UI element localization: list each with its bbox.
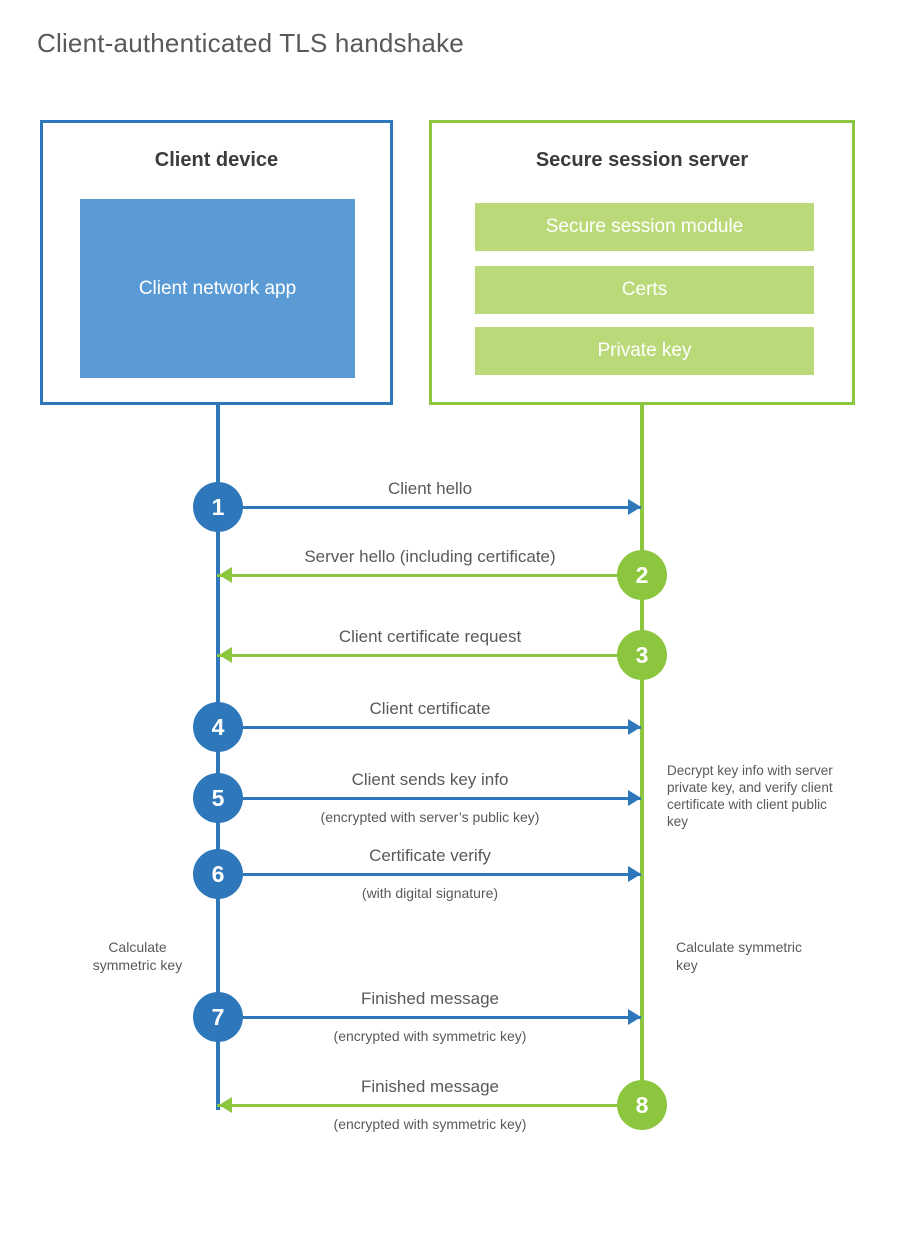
message-arrow-2 — [217, 574, 621, 577]
arrowhead-1 — [628, 499, 641, 515]
message-arrow-8 — [217, 1104, 621, 1107]
annotation-client-calculate-symmetric-key: Calculate symmetric key — [92, 939, 183, 973]
arrowhead-4 — [628, 719, 641, 735]
step-circle-4[interactable]: 4 — [193, 702, 243, 752]
message-arrow-5 — [239, 797, 641, 800]
message-label-4: Client certificate — [369, 699, 491, 718]
message-arrow-7 — [239, 1016, 641, 1019]
message-label-3: Client certificate request — [338, 627, 522, 646]
message-arrow-4 — [239, 726, 641, 729]
message-label-7: Finished message — [361, 989, 499, 1008]
arrowhead-3 — [219, 647, 232, 663]
message-sublabel-8: (encrypted with symmetric key) — [333, 1116, 527, 1132]
message-label-2: Server hello (including certificate) — [304, 547, 556, 566]
server-component-private-key: Private key — [475, 327, 814, 375]
message-label-8: Finished message — [361, 1077, 499, 1096]
message-label-6: Certificate verify — [369, 846, 491, 865]
message-sublabel-6: (with digital signature) — [361, 885, 499, 901]
arrowhead-5 — [628, 790, 641, 806]
annotation-server-calculate-symmetric-key: Calculate symmetric key — [676, 939, 803, 973]
server-component-certs: Certs — [475, 266, 814, 314]
message-arrow-6 — [239, 873, 641, 876]
server-component-secure-session-module: Secure session module — [475, 203, 814, 251]
step-circle-2[interactable]: 2 — [617, 550, 667, 600]
arrowhead-8 — [219, 1097, 232, 1113]
secure-session-server-title: Secure session server — [535, 149, 749, 171]
step-circle-8[interactable]: 8 — [617, 1080, 667, 1130]
arrowhead-2 — [219, 567, 232, 583]
step-circle-5[interactable]: 5 — [193, 773, 243, 823]
message-sublabel-7: (encrypted with symmetric key) — [333, 1028, 527, 1044]
message-label-1: Client hello — [387, 479, 473, 498]
step-circle-1[interactable]: 1 — [193, 482, 243, 532]
arrowhead-7 — [628, 1009, 641, 1025]
message-sublabel-5: (encrypted with server’s public key) — [320, 809, 540, 825]
step-circle-7[interactable]: 7 — [193, 992, 243, 1042]
secure-session-server-box: Secure session server Secure session mod… — [429, 120, 855, 405]
client-network-app-block: Client network app — [80, 199, 355, 378]
message-label-5: Client sends key info — [351, 770, 509, 789]
message-arrow-1 — [239, 506, 641, 509]
arrowhead-6 — [628, 866, 641, 882]
message-arrow-3 — [217, 654, 621, 657]
client-device-title: Client device — [154, 149, 279, 171]
client-device-box: Client device Client network app — [40, 120, 393, 405]
annotation-server-decrypt: Decrypt key info with server private key… — [667, 763, 833, 829]
server-lifeline — [640, 405, 644, 1105]
client-lifeline — [216, 405, 220, 1110]
step-circle-3[interactable]: 3 — [617, 630, 667, 680]
step-circle-6[interactable]: 6 — [193, 849, 243, 899]
page-title: Client-authenticated TLS handshake — [37, 28, 464, 58]
